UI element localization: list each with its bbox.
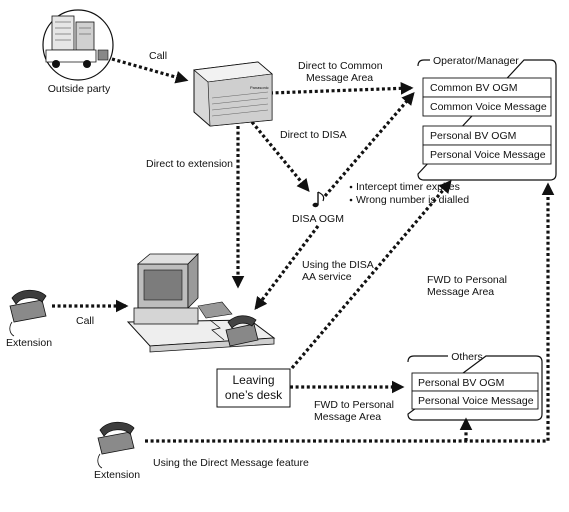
outside-party-label: Outside party [48, 83, 111, 95]
direct-message-feature-label: Using the Direct Message feature [153, 457, 309, 469]
edge-pbx-to-disa [250, 120, 310, 192]
extension-bottom-label: Extension [94, 469, 140, 481]
fwd-personal-lower-line2: Message Area [314, 411, 381, 423]
others-group [407, 355, 543, 421]
direct-common-label-line1: Direct to Common [298, 60, 383, 72]
pbx-brand-logo: Panasonic [250, 85, 269, 90]
fwd-personal-lower-line1: FWD to Personal [314, 399, 394, 411]
intercept-bullet [349, 185, 353, 189]
fwd-personal-upper-line2: Message Area [427, 286, 494, 298]
using-disa-label-line2: AA service [302, 271, 352, 283]
direct-common-label-line2: Message Area [306, 72, 373, 84]
edge-desk-to-operator [290, 180, 452, 370]
operator-manager-group [417, 59, 557, 181]
extension-left-label: Extension [6, 337, 52, 349]
using-disa-label-line1: Using the DISA [302, 259, 374, 271]
edge-pbx-to-common-area [269, 81, 414, 95]
desk-phone-icon [225, 315, 259, 347]
edge-disa-to-operator [323, 92, 415, 198]
edge-direct-message-to-operator [145, 182, 555, 443]
wrong-number-label: Wrong number is dialled [356, 194, 469, 206]
direct-extension-label: Direct to extension [146, 158, 233, 170]
leaving-desk-line2: one’s desk [225, 388, 283, 402]
disa-ogm-label: DISA OGM [292, 213, 344, 225]
fwd-personal-upper-line1: FWD to Personal [427, 274, 507, 286]
operator-personal-bv-ogm-item: Personal BV OGM [430, 130, 516, 142]
flow-lines [52, 57, 555, 443]
outside-party-illustration [42, 9, 114, 81]
music-note-icon [312, 191, 325, 208]
extension-left-phone-icon [9, 289, 47, 337]
others-personal-bv-ogm-item: Personal BV OGM [418, 377, 504, 389]
others-personal-voice-message-item: Personal Voice Message [418, 395, 534, 407]
pbx-unit-illustration [193, 61, 273, 127]
operator-personal-voice-message-item: Personal Voice Message [430, 149, 546, 161]
edge-disa-to-desk [254, 225, 320, 311]
desk-illustration [126, 253, 276, 353]
extension-bottom-phone-icon [97, 421, 135, 469]
intercept-timer-label: Intercept timer expires [356, 181, 460, 193]
common-voice-message-item: Common Voice Message [430, 101, 547, 113]
call-left-label: Call [76, 315, 94, 327]
others-title: Others [451, 351, 483, 363]
direct-disa-label: Direct to DISA [280, 129, 347, 141]
leaving-desk-line1: Leaving [232, 373, 274, 387]
call-top-label: Call [149, 50, 167, 62]
operator-manager-title: Operator/Manager [433, 55, 519, 67]
common-bv-ogm-item: Common BV OGM [430, 82, 518, 94]
edge-outside-to-pbx [111, 57, 189, 84]
wrong-number-bullet [349, 198, 353, 202]
leaving-desk-box [216, 368, 291, 408]
